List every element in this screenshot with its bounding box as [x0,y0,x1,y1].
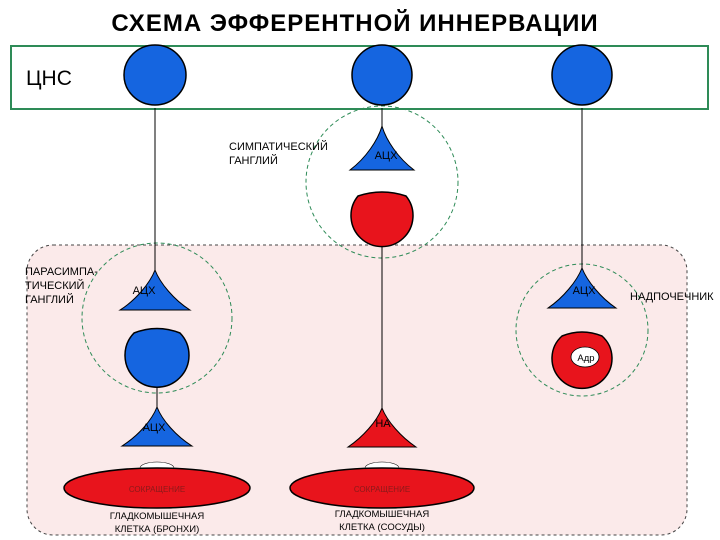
sympathetic-presynaptic-terminal [348,124,416,171]
cns-neuron-2 [351,44,413,106]
sympathetic-postganglionic-neuron [350,191,414,248]
sympathetic-effector-terminal [346,406,418,448]
parasympathetic-ganglion-label-line1: ПАРАСИМПА- [25,266,98,278]
bronchi-contraction-label: СОКРАЩЕНИЕ [129,485,185,494]
vessels-contraction-label: СОКРАЩЕНИЕ [354,485,410,494]
adrenal-adr-label: Адр [577,353,594,364]
parasympathetic-ganglion-circle [81,242,233,394]
cns-box [10,45,709,110]
parasympathetic-presynaptic-terminal [118,268,192,311]
bronchi-cell-label-line1: ГЛАДКОМЫШЕЧНАЯ [110,511,205,522]
effector-ach-label: АЦХ [143,422,166,434]
adrenal-label: НАДПОЧЕЧНИК [630,291,714,303]
parasympathetic-ganglion-label-line3: ГАНГЛИЙ [25,293,74,306]
smooth-muscle-cell-vessels [289,467,475,509]
bronchi-cell-label-line2: КЛЕТКА (БРОНХИ) [115,524,200,535]
parasympathetic-ganglion-label-line2: ТИЧЕСКИЙ [25,279,84,292]
vessels-cell-label-line2: КЛЕТКА (СОСУДЫ) [339,522,425,533]
cns-neuron-3 [551,44,613,106]
adrenal-secretion-blob [570,346,600,368]
parasympathetic-ach-label: АЦХ [133,285,156,297]
adrenal-ach-label: АЦХ [573,285,596,297]
sympathetic-ganglion-label-line2: ГАНГЛИЙ [229,154,278,167]
adrenal-presynaptic-terminal [546,266,618,309]
effector-na-label: НА [375,418,391,430]
sympathetic-ach-label: АЦХ [375,150,398,162]
page-title: СХЕМА ЭФФЕРЕНТНОЙ ИННЕРВАЦИИ [111,9,598,37]
vessels-cell-label-line1: ГЛАДКОМЫШЕЧНАЯ [335,509,430,520]
smooth-muscle-cell-bronchi [63,467,251,509]
cns-label: ЦНС [26,67,72,90]
cns-neuron-1 [123,44,187,106]
parasympathetic-effector-terminal [120,405,194,447]
parasympathetic-postganglionic-neuron [124,327,190,388]
sympathetic-ganglion-label-line1: СИМПАТИЧЕСКИЙ [229,140,328,153]
peripheral-region [26,244,688,536]
